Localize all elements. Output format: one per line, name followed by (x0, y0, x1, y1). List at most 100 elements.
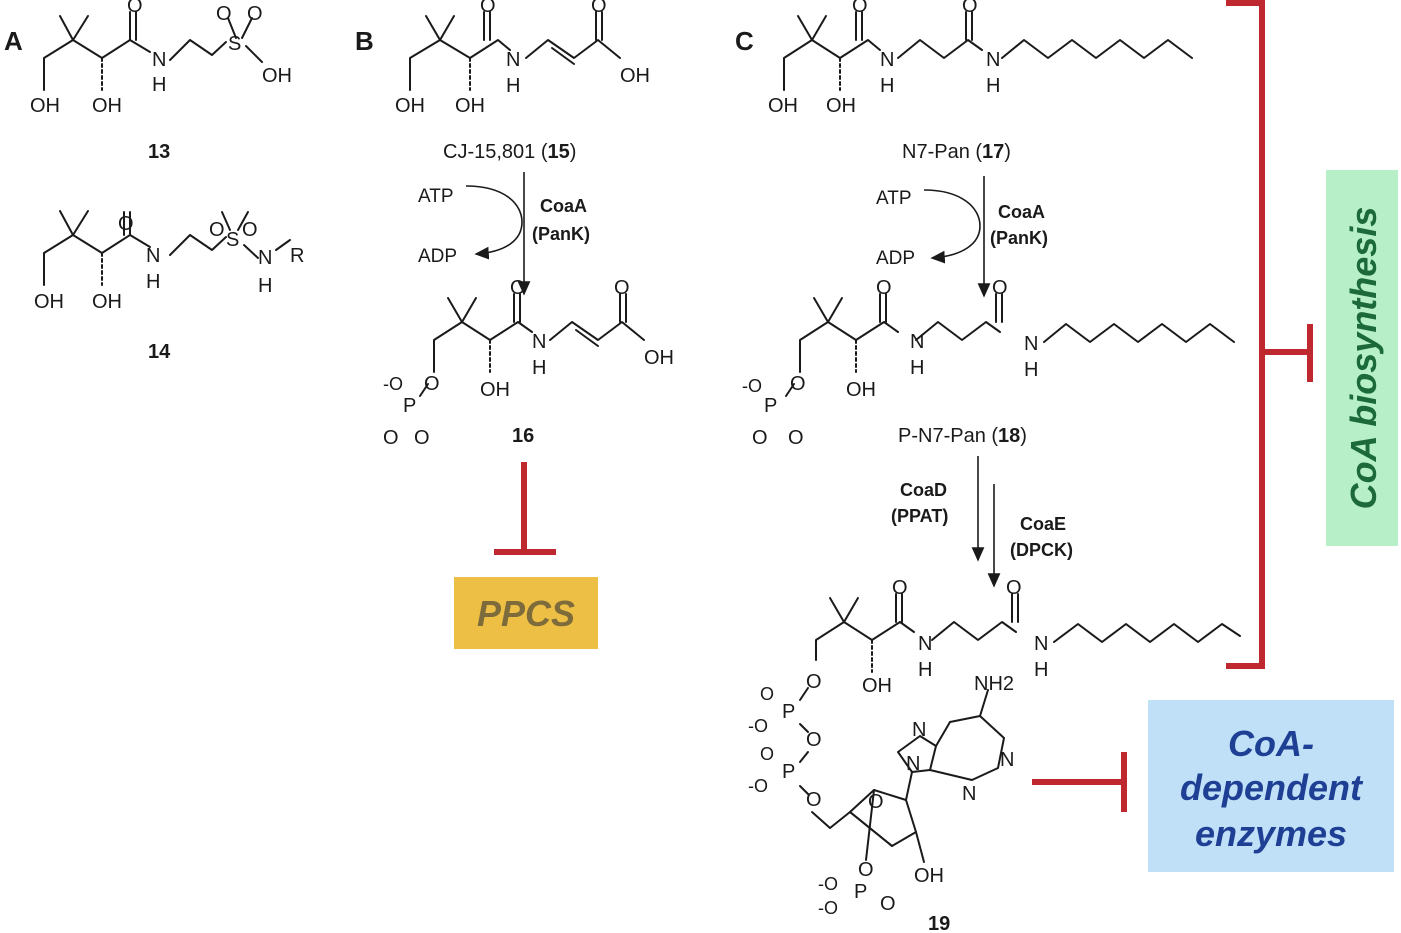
inhibition-bracket-biosynthesis (1226, 0, 1313, 669)
atom-oh: OH (92, 95, 122, 117)
inhibition-ppcs (494, 462, 556, 555)
atom-o: O (880, 893, 896, 915)
atom-o: O (614, 277, 630, 299)
atom-n: N (986, 49, 1000, 71)
structure-13: O N H S O O OH OH OH (30, 0, 292, 117)
atom-n: N (146, 245, 160, 267)
structure-14: O N H S O O N H R OH OH (34, 210, 304, 313)
atom-n: N (152, 49, 166, 71)
atom-nh2: NH2 (974, 673, 1014, 695)
compound-label-18: P-N7-Pan (18) (898, 425, 1027, 447)
atom-n: N (918, 633, 932, 655)
enzyme-coae: CoaE (1020, 514, 1066, 534)
atom-n: N (1000, 749, 1014, 771)
structure-15: O N H O OH OH OH (395, 0, 650, 117)
panel-label-a: A (4, 26, 23, 56)
adp-label: ADP (876, 248, 915, 269)
atom-o: O (480, 0, 496, 17)
atom-o: O (1006, 577, 1022, 599)
coa-biosynthesis-box (1326, 170, 1398, 546)
atom-o: O (591, 0, 607, 17)
enzyme-pank: (PanK) (990, 228, 1048, 248)
atom-oh: OH (455, 95, 485, 117)
compound-label-17: N7-Pan (17) (902, 141, 1011, 163)
atom-o: O (760, 744, 774, 764)
atp-label: ATP (876, 188, 912, 209)
atom-o: O (852, 0, 868, 17)
atom-n: N (962, 783, 976, 805)
adp-label: ADP (418, 246, 457, 267)
atom-o: O (752, 427, 768, 449)
atom-o: O (242, 219, 258, 241)
atom-n: N (506, 49, 520, 71)
atom-s: S (228, 33, 241, 55)
atom-oh: OH (644, 347, 674, 369)
coa-dependent-box (1148, 700, 1394, 872)
atom-o: O (127, 0, 143, 17)
atom-n: N (532, 331, 546, 353)
compound-number-18: 18 (998, 425, 1020, 447)
atom-n: N (880, 49, 894, 71)
atom-oh: OH (395, 95, 425, 117)
atom-oh: OH (620, 65, 650, 87)
atom-p: P (782, 761, 795, 783)
atom-oh: OH (768, 95, 798, 117)
atom-o: O (414, 427, 430, 449)
atom-minus-o: -O (748, 776, 768, 796)
atom-o: O (868, 791, 884, 813)
atom-o: O (806, 789, 822, 811)
atom-n: N (1034, 633, 1048, 655)
structure-16: O N H O OH OH O -O P O O (383, 277, 674, 449)
reaction-coaa-b: ATP ADP CoaA (PanK) (418, 172, 590, 296)
enzyme-coaa: CoaA (540, 196, 587, 216)
atom-o: O (510, 277, 526, 299)
atom-o: O (992, 277, 1008, 299)
atom-oh: OH (34, 291, 64, 313)
atom-h: H (152, 74, 166, 96)
structure-17: O N H O N H OH OH (768, 0, 1193, 117)
atom-h: H (1034, 659, 1048, 681)
atom-o: O (760, 684, 774, 704)
atom-o: O (383, 427, 399, 449)
compound-close-17: ) (1004, 141, 1011, 163)
atom-p: P (403, 395, 416, 417)
atom-o: O (892, 577, 908, 599)
panel-label-b: B (355, 26, 374, 56)
enzyme-dpck: (DPCK) (1010, 540, 1073, 560)
compound-label-13: 13 (148, 141, 170, 163)
atom-o: O (424, 373, 440, 395)
atom-oh: OH (846, 379, 876, 401)
atp-label: ATP (418, 186, 454, 207)
atom-p: P (764, 395, 777, 417)
compound-name-15: CJ-15,801 ( (443, 141, 548, 163)
atom-o: O (858, 859, 874, 881)
inhibition-dependent-enzymes (1032, 752, 1127, 812)
atom-s: S (226, 229, 239, 251)
atom-o: O (806, 729, 822, 751)
atom-r: R (290, 245, 304, 267)
atom-o: O (876, 277, 892, 299)
atom-h: H (986, 75, 1000, 97)
atom-minus-o: -O (818, 874, 838, 894)
atom-oh: OH (262, 65, 292, 87)
ppcs-label: PPCS (477, 593, 575, 634)
compound-label-15: CJ-15,801 (15) (443, 141, 576, 163)
atom-n: N (912, 719, 926, 741)
enzyme-ppat: (PPAT) (891, 506, 948, 526)
atom-minus-o: -O (818, 898, 838, 918)
compound-number-15: 15 (548, 141, 570, 163)
atom-oh: OH (480, 379, 510, 401)
atom-o: O (806, 671, 822, 693)
coa-dependent-line-2: dependent (1180, 767, 1364, 808)
atom-n: N (910, 331, 924, 353)
reaction-coaa-c: ATP ADP CoaA (PanK) (876, 176, 1048, 298)
atom-oh: OH (862, 675, 892, 697)
reaction-coad-coae: CoaD (PPAT) CoaE (DPCK) (891, 456, 1073, 588)
compound-name-18: P-N7-Pan ( (898, 425, 998, 447)
atom-o: O (790, 373, 806, 395)
atom-h: H (146, 271, 160, 293)
compound-close-15: ) (570, 141, 577, 163)
atom-oh: OH (914, 865, 944, 887)
compound-label-16: 16 (512, 425, 534, 447)
